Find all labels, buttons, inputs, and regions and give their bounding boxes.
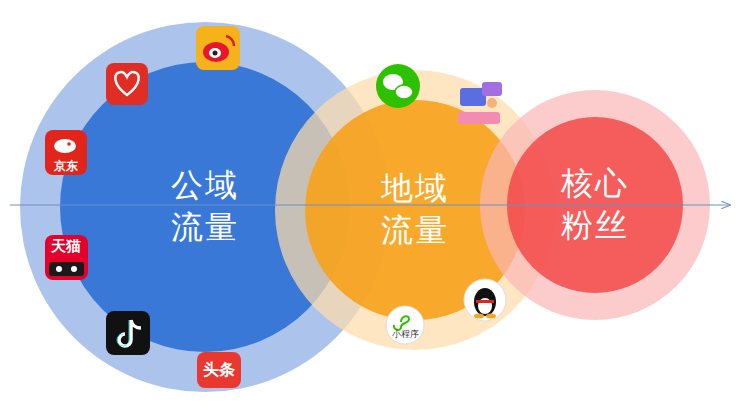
axis-arrow: [10, 204, 730, 205]
icon-label: 天猫: [51, 237, 81, 256]
miniprogram-icon: [386, 306, 424, 344]
core-fans-circle: 核心 粉丝: [480, 90, 710, 320]
node-label: 地域 流量: [377, 168, 454, 251]
jd-icon: [45, 130, 87, 175]
tmall-icon-bg: [45, 235, 88, 280]
douyin-icon-bg: [106, 311, 150, 355]
weibo-icon-bg: [196, 26, 240, 70]
weibo-icon: [196, 26, 240, 70]
chat-illustration: [458, 82, 502, 124]
outer-ring: [480, 90, 710, 320]
toutiao-icon-bg: [197, 352, 241, 388]
pinduoduo-icon: [106, 63, 148, 105]
icon-label: 小程序: [392, 328, 419, 341]
toutiao-icon: [197, 352, 241, 388]
icon-label: 头条: [203, 360, 235, 381]
jd-icon-bg: [45, 130, 87, 175]
douyin-icon: [106, 311, 150, 355]
node-label: 核心 粉丝: [557, 163, 634, 246]
icon-label: 京东: [54, 158, 78, 175]
qq-icon: [464, 279, 506, 321]
circle-shape: [480, 90, 710, 320]
node-label: 公域 流量: [167, 165, 244, 248]
tmall-icon: [45, 235, 88, 280]
wechat-icon: [376, 64, 420, 108]
inner-circle: [507, 117, 683, 293]
pinduoduo-icon-bg: [106, 63, 148, 105]
